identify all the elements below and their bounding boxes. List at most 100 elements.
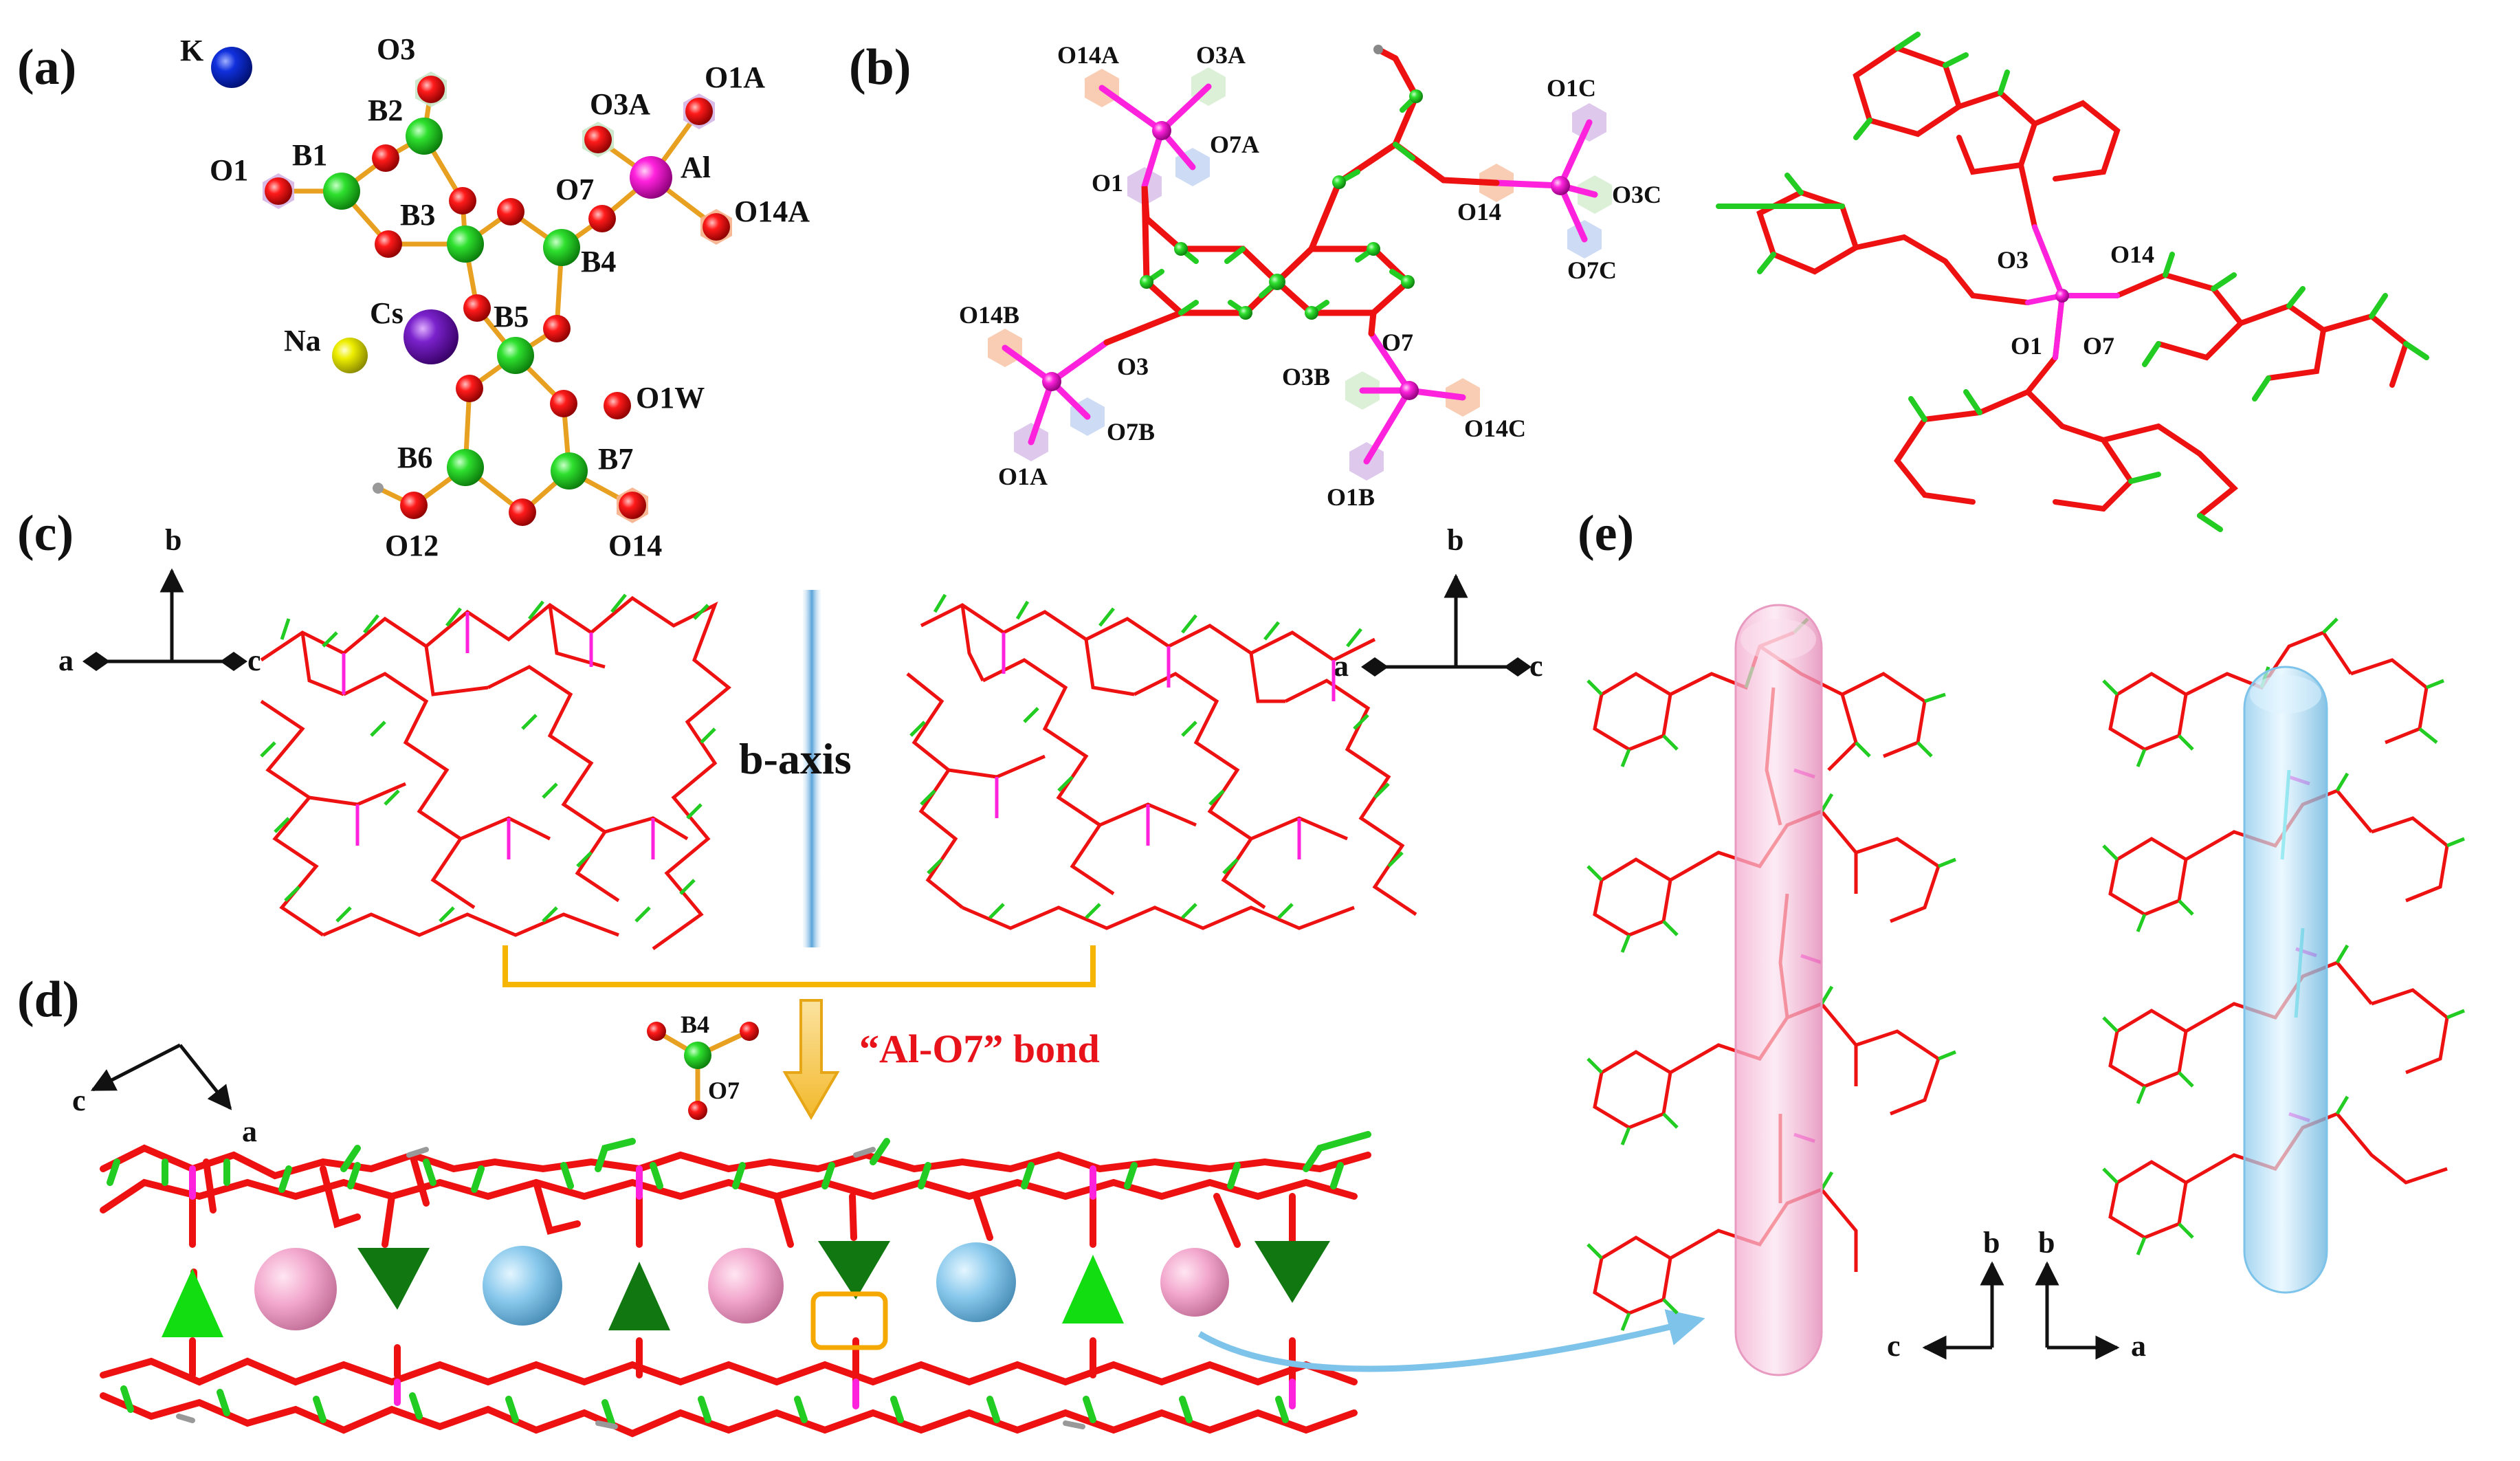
panel-e-channel-columns: b c b a [1587, 604, 2465, 1376]
panel-b-atom-labels: O14A O3A O1 O7A O1C O14 O3C O7C O14B O3 … [959, 41, 1661, 511]
panel-c-left-framework [260, 593, 731, 951]
bo3-triangle [357, 1248, 430, 1310]
bo3-triangle [818, 1241, 890, 1299]
al-o7-bond-label: “Al-O7” bond [859, 1026, 1100, 1071]
panel-d-triangles [162, 1241, 1330, 1337]
bo3-triangle [1062, 1255, 1124, 1323]
panel-a-atoms [211, 47, 730, 526]
panel-b-right-network [1716, 32, 2429, 532]
svg-text:K: K [180, 34, 203, 67]
panel-b-atoms [1042, 45, 1570, 400]
b-axis-bar [803, 590, 821, 947]
panel-c-left-axes [82, 568, 247, 671]
panel-a-asymmetric-unit: K O3 B2 B1 O1 B3 O3A O1A Al O7 O14A B4 C… [180, 32, 810, 562]
aluminum-atom [630, 156, 672, 199]
al-o7-highlight-box [810, 1291, 888, 1350]
panel-label-a: (a) [17, 39, 76, 96]
panel-label-c: (c) [17, 505, 74, 562]
svg-text:B1: B1 [292, 138, 327, 172]
svg-text:O1A: O1A [998, 463, 1048, 490]
panel-b-coordination: O14A O3A O1 O7A O1C O14 O3C O7C O14B O3 … [959, 41, 1661, 511]
panel-c-framework-views: b a c b a c b-axis [58, 523, 1543, 1120]
svg-text:B2: B2 [368, 94, 403, 127]
svg-text:O3B: O3B [1282, 363, 1330, 391]
panel-label-d: (d) [17, 971, 79, 1028]
cesium-atom [404, 309, 458, 364]
panel-e-left-axes [1922, 1261, 2004, 1360]
pink-channel-cylinder [1734, 604, 1823, 1376]
svg-text:O7: O7 [2083, 332, 2114, 360]
panel-label-b: (b) [849, 39, 911, 96]
svg-text:O7: O7 [1382, 329, 1413, 356]
panel-c-left-axis-c: c [247, 644, 261, 677]
panel-e-right-axes [2035, 1261, 2120, 1360]
svg-text:O3A: O3A [590, 87, 650, 121]
svg-text:O1B: O1B [1327, 483, 1375, 511]
panel-c-right-axis-b: b [1447, 523, 1463, 557]
potassium-atom [211, 47, 252, 88]
panel-a-highlights [263, 72, 732, 523]
blue-cation-sphere [483, 1246, 562, 1326]
panel-c-down-arrow [782, 999, 840, 1120]
pink-cation-sphere [1160, 1248, 1229, 1317]
svg-text:B3: B3 [400, 198, 435, 232]
svg-text:O14B: O14B [959, 301, 1019, 329]
panel-d-chain [100, 1131, 1371, 1438]
svg-text:O1A: O1A [705, 61, 765, 94]
svg-text:Al: Al [681, 151, 711, 184]
panel-e-left-axis-c: c [1887, 1329, 1901, 1363]
panel-b-right-labels: O3 O14 O1 O7 [1997, 241, 2154, 360]
svg-text:O14: O14 [2110, 241, 2154, 268]
panel-d-axis-a: a [242, 1114, 257, 1148]
b-axis-label: b-axis [739, 734, 852, 783]
bo3-triangle [608, 1262, 670, 1330]
svg-text:O3C: O3C [1612, 181, 1661, 208]
panel-b-bonds [1002, 46, 1598, 465]
svg-text:O1: O1 [1092, 169, 1123, 197]
svg-text:B7: B7 [598, 442, 633, 476]
panel-c-right-axes [1361, 573, 1532, 677]
panel-c-bracket [502, 945, 1096, 987]
svg-text:B6: B6 [397, 441, 432, 474]
panel-a-atom-labels: K O3 B2 B1 O1 B3 O3A O1A Al O7 O14A B4 C… [180, 32, 810, 562]
svg-text:O14: O14 [608, 529, 662, 562]
inset-label-b4: B4 [681, 1011, 709, 1038]
panel-e-left-axis-b: b [1983, 1226, 2000, 1260]
svg-text:O1C: O1C [1547, 74, 1596, 102]
blue-channel-cylinder [2243, 666, 2328, 1294]
panel-c-right-framework [906, 593, 1417, 930]
water-oxygen-atom [604, 392, 631, 419]
bo3-inset: B4 O7 [647, 1011, 759, 1120]
bo3-triangle [162, 1268, 223, 1337]
pink-cation-sphere [254, 1248, 337, 1330]
panel-b-connectivity: O3 O14 O1 O7 [1716, 32, 2429, 532]
svg-text:O7B: O7B [1107, 418, 1155, 446]
svg-text:O7A: O7A [1210, 131, 1259, 158]
svg-text:O3A: O3A [1196, 41, 1246, 69]
svg-text:Cs: Cs [370, 296, 404, 330]
svg-text:O14: O14 [1457, 198, 1501, 226]
panel-c-right-axis-c: c [1529, 649, 1543, 683]
svg-text:O7C: O7C [1567, 256, 1617, 284]
svg-text:Na: Na [284, 324, 321, 358]
svg-text:O3: O3 [1117, 353, 1149, 380]
panel-c-left-axis-b: b [165, 523, 181, 557]
panel-d-to-e-arrow [1197, 1309, 1705, 1372]
panel-e-right-axis-b: b [2038, 1226, 2055, 1260]
panel-label-e: (e) [1578, 505, 1634, 562]
svg-text:O3: O3 [1997, 246, 2029, 274]
inset-label-o7: O7 [708, 1077, 740, 1104]
sodium-atom [332, 338, 368, 373]
svg-text:O14A: O14A [734, 195, 810, 228]
svg-text:B5: B5 [494, 300, 529, 333]
central-aluminum-atom [2055, 289, 2069, 303]
svg-text:O1W: O1W [636, 381, 705, 415]
blue-cation-sphere [936, 1242, 1016, 1322]
panel-e-right-axis-a: a [2131, 1329, 2146, 1363]
svg-text:O7: O7 [555, 173, 594, 206]
svg-text:O14A: O14A [1057, 41, 1119, 69]
panel-c-left-axis-a: a [58, 644, 74, 677]
svg-text:O1: O1 [2011, 332, 2042, 360]
panel-d-axes [90, 1043, 232, 1110]
